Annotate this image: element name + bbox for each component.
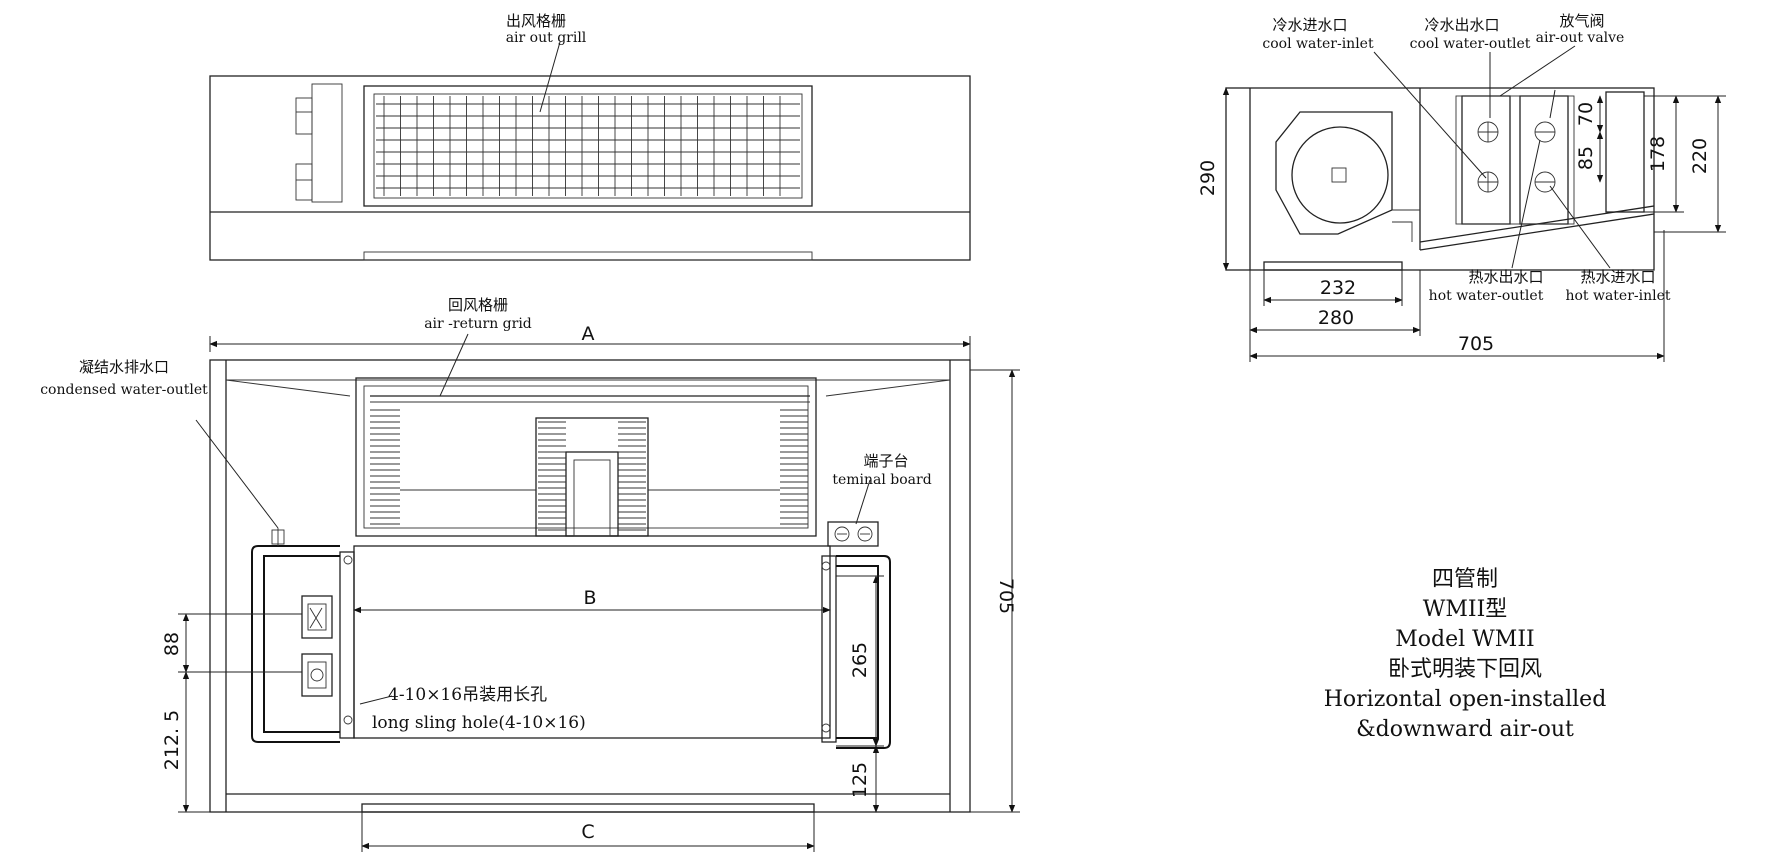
- cool-in-label-cn: 冷水进水口: [1272, 16, 1347, 34]
- cool-out-label-en: cool water-outlet: [1410, 36, 1531, 52]
- air-out-grill-label-en: air out grill: [506, 30, 587, 46]
- cool-valve: [301, 595, 333, 639]
- front-view: A 端子台 teminal board: [40, 296, 1020, 852]
- terminal-label-en: teminal board: [832, 472, 931, 488]
- sling-hole: [343, 555, 353, 565]
- sling-hole: [821, 723, 831, 733]
- front-view-body: [209, 359, 971, 813]
- terminal-board: [827, 521, 879, 547]
- hot-in-label-en: hot water-inlet: [1565, 288, 1670, 304]
- dim-70: 70: [1575, 102, 1597, 126]
- dim-212-5: 212. 5: [161, 710, 183, 770]
- terminal-label-cn: 端子台: [863, 452, 908, 470]
- air-out-grill: [363, 85, 813, 207]
- title-line-3: Model WMII: [1395, 627, 1535, 652]
- title-line-4: 卧式明装下回风: [1387, 657, 1542, 682]
- air-return-label-en: air -return grid: [424, 316, 532, 332]
- dim-705-side: 705: [1458, 333, 1494, 355]
- dim-b: B: [583, 587, 596, 609]
- hot-valve: [301, 653, 333, 697]
- title-block: 四管制 WMII型 Model WMII 卧式明装下回风 Horizontal …: [1300, 565, 1630, 745]
- dim-125: 125: [849, 762, 871, 798]
- title-line-6: &downward air-out: [1356, 717, 1574, 742]
- dim-220: 220: [1689, 138, 1711, 174]
- title-line-5: Horizontal open-installed: [1323, 687, 1607, 712]
- hot-out-label-en: hot water-outlet: [1429, 288, 1544, 304]
- air-return-label-cn: 回风格栅: [448, 296, 508, 314]
- air-valve-label-en: air-out valve: [1536, 30, 1625, 46]
- dim-88: 88: [161, 632, 183, 656]
- air-valve-label-cn: 放气阀: [1559, 12, 1604, 30]
- condensed-label-en: condensed water-outlet: [40, 382, 208, 398]
- top-view: 出风格栅 air out grill: [209, 12, 971, 261]
- sling-hole: [343, 715, 353, 725]
- title-line-2: WMII型: [1422, 597, 1508, 622]
- dim-a: A: [582, 323, 595, 345]
- hot-out-label-cn: 热水出水口: [1468, 268, 1543, 286]
- cool-out-label-cn: 冷水出水口: [1424, 16, 1499, 34]
- sling-hole: [821, 561, 831, 571]
- dim-290: 290: [1197, 160, 1219, 196]
- dim-c: C: [581, 821, 594, 843]
- sling-label-en: long sling hole(4-10×16): [372, 713, 586, 733]
- condensed-label-cn: 凝结水排水口: [79, 358, 169, 376]
- dim-85: 85: [1575, 146, 1597, 170]
- sling-label-cn: 4-10×16吊装用长孔: [388, 685, 547, 705]
- dim-705-front: 705: [995, 578, 1017, 614]
- cool-coil-panel: [1461, 95, 1511, 225]
- hot-in-label-cn: 热水进水口: [1580, 268, 1655, 286]
- hot-coil-panel: [1519, 95, 1569, 225]
- dim-265: 265: [849, 642, 871, 678]
- side-view: 冷水进水口 cool water-inlet 冷水出水口 cool water-…: [1197, 12, 1726, 362]
- title-line-1: 四管制: [1431, 567, 1498, 592]
- dim-232: 232: [1320, 277, 1356, 299]
- fan-scroll: [1275, 111, 1393, 235]
- cool-in-label-en: cool water-inlet: [1262, 36, 1374, 52]
- dim-280: 280: [1318, 307, 1354, 329]
- coil-block: [353, 545, 831, 739]
- air-out-grill-label-cn: 出风格栅: [506, 12, 566, 30]
- dim-178: 178: [1647, 136, 1669, 172]
